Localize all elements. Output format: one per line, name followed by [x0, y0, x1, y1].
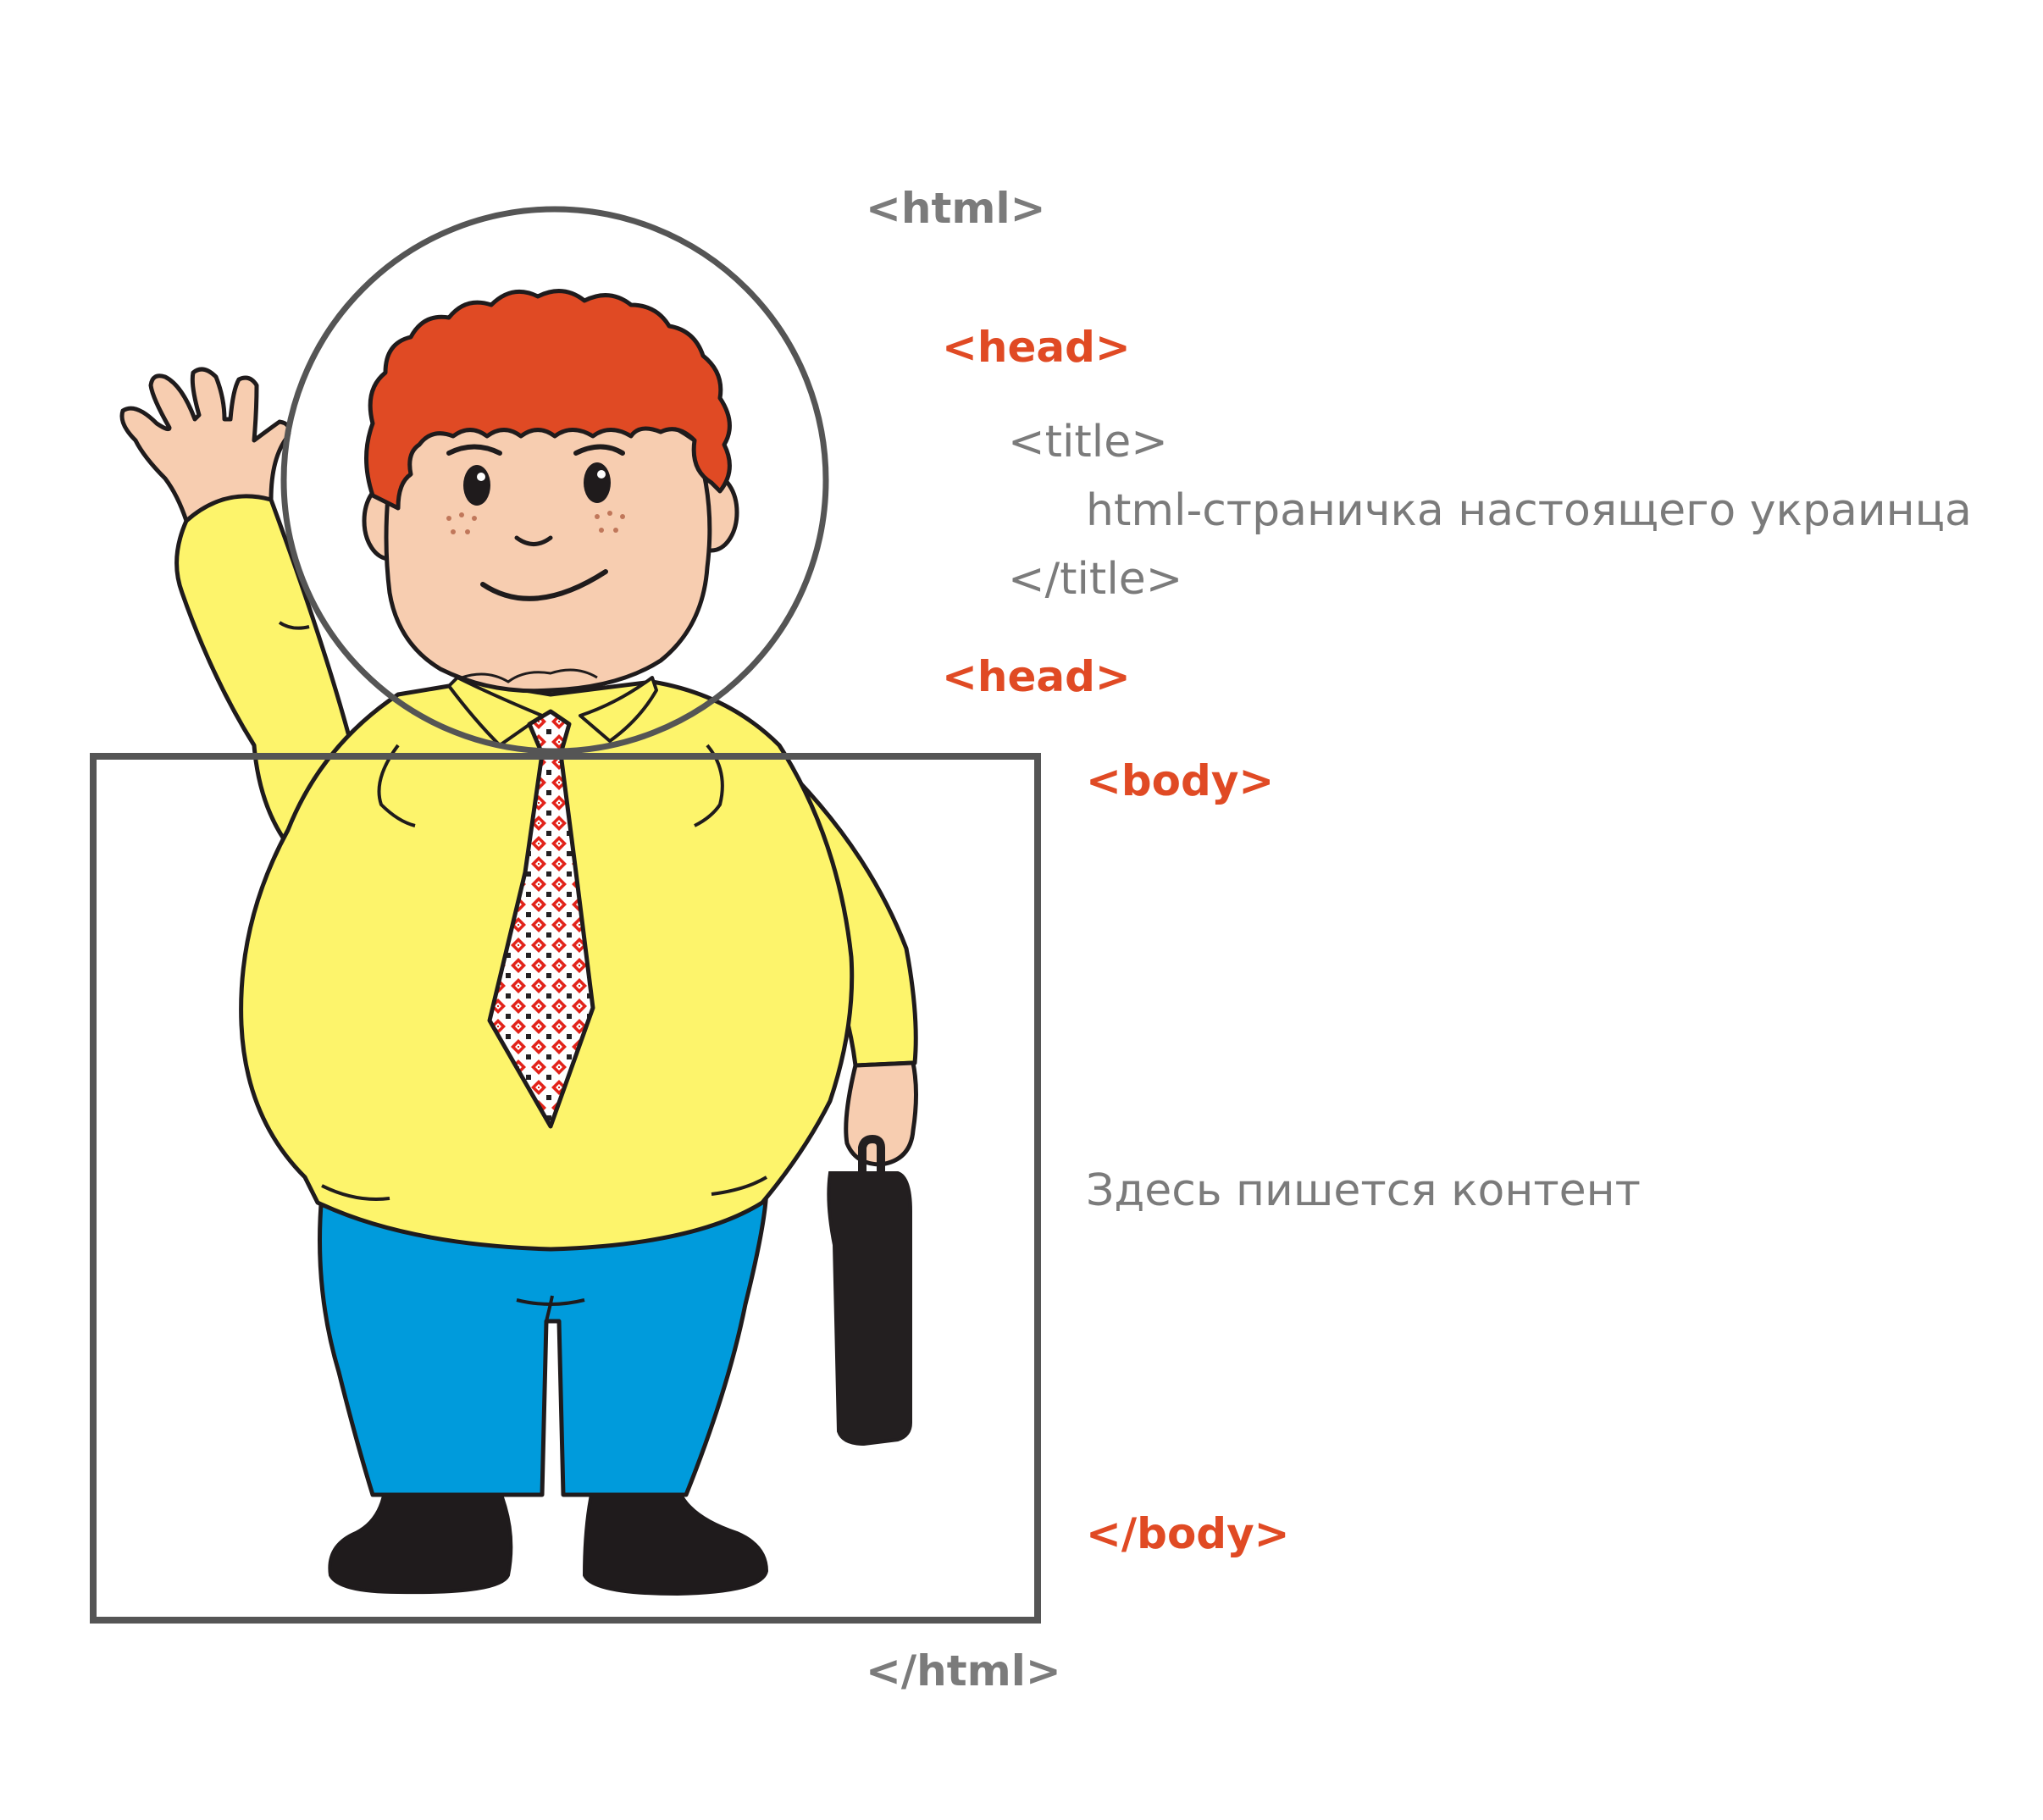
body-section-frame — [90, 753, 1041, 1624]
briefcase-icon — [827, 1171, 912, 1447]
body-close-tag: </body> — [1086, 1509, 1290, 1558]
head-close-tag: <head> — [942, 652, 1131, 701]
right-eyebrow-icon — [573, 444, 625, 456]
title-text: html-страничка настоящего украинца — [1086, 485, 1972, 536]
face-icon — [384, 396, 712, 694]
html-open-tag: <html> — [866, 184, 1046, 233]
left-shoe-icon — [328, 1484, 513, 1595]
right-shoe-icon — [582, 1485, 769, 1596]
title-open-tag: <title> — [1008, 417, 1168, 467]
nose-icon — [514, 535, 553, 546]
html-close-tag: </html> — [866, 1646, 1061, 1696]
left-eye-icon — [463, 465, 490, 506]
right-eye-icon — [584, 462, 611, 503]
pants-icon — [318, 1183, 769, 1497]
smile-icon — [480, 569, 608, 601]
head-section-circle — [280, 206, 829, 755]
head-open-tag: <head> — [942, 323, 1131, 372]
waving-hand-icon — [119, 367, 291, 523]
freckles-icon — [446, 511, 625, 534]
body-open-tag: <body> — [1086, 756, 1275, 805]
body-content-text: Здесь пишется контент — [1086, 1165, 1641, 1216]
embroidered-tie-icon — [487, 709, 595, 1129]
curly-hair-icon — [364, 289, 732, 511]
left-eyebrow-icon — [446, 444, 502, 456]
briefcase-handle-icon — [858, 1134, 885, 1173]
title-close-tag: </title> — [1008, 554, 1183, 605]
